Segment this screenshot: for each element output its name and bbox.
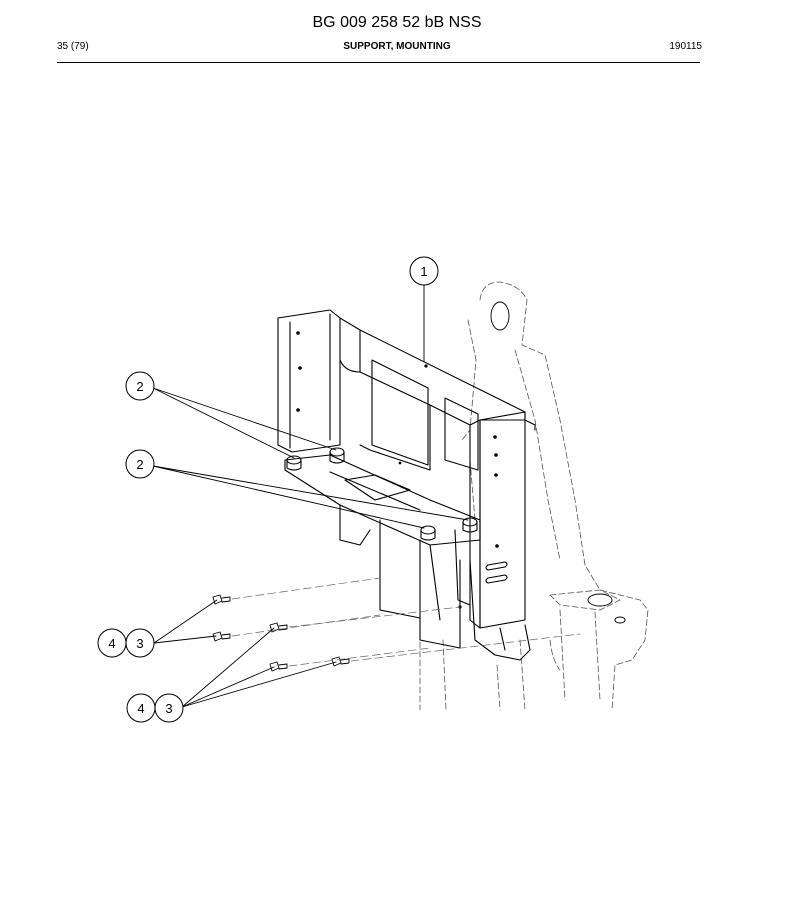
callout-label-2-lower: 2 bbox=[136, 457, 143, 472]
section-title: SUPPORT, MOUNTING bbox=[343, 41, 451, 52]
vehicle-frame-outline bbox=[419, 281, 649, 711]
callout-label-4-lower: 4 bbox=[137, 701, 144, 716]
callout-2-lower: 2 bbox=[125, 449, 155, 479]
leader-lines bbox=[152, 284, 469, 708]
flange-bolts bbox=[212, 594, 350, 672]
callout-label-2-upper: 2 bbox=[136, 379, 143, 394]
callout-1: 1 bbox=[409, 256, 439, 286]
header-rule bbox=[57, 62, 700, 63]
callout-4-3-lower: 4 3 bbox=[126, 693, 184, 723]
callout-label-4-upper: 4 bbox=[108, 636, 115, 651]
callout-label-3-upper: 3 bbox=[136, 636, 143, 651]
callout-2-upper: 2 bbox=[125, 371, 155, 401]
page-number: 35 (79) bbox=[57, 41, 89, 52]
document-code: 190115 bbox=[669, 41, 702, 52]
mounting-bracket bbox=[277, 309, 536, 661]
callout-label-1: 1 bbox=[420, 264, 427, 279]
document-title: BG 009 258 52 bB NSS bbox=[312, 14, 482, 31]
callout-4-3-upper: 4 3 bbox=[97, 628, 155, 658]
callout-label-3-lower: 3 bbox=[165, 701, 172, 716]
